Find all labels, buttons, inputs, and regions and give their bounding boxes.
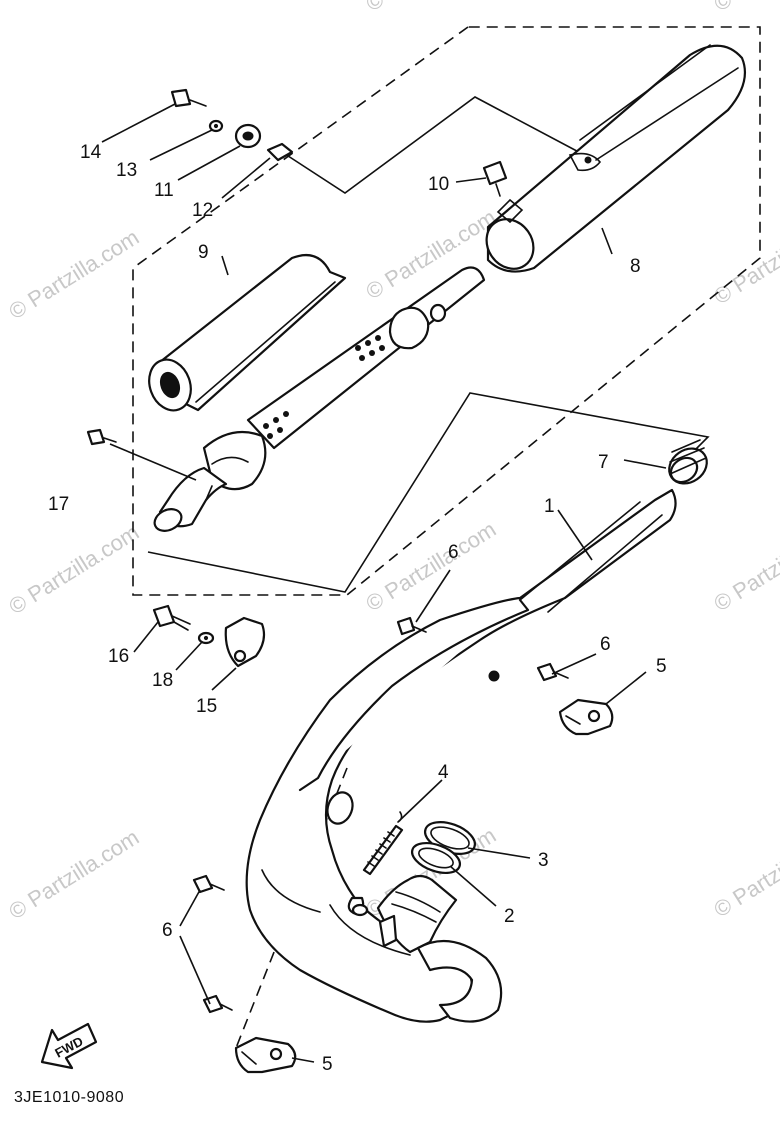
- bolt-16: [152, 604, 191, 631]
- callout-11: 11: [154, 180, 174, 201]
- clamp-15: [224, 616, 266, 668]
- collar-12: [266, 142, 294, 162]
- callout-1: 1: [544, 496, 555, 517]
- bolt-6c: [192, 874, 225, 894]
- bracket-upper: [558, 698, 614, 736]
- diagram-code: 3JE1010-9080: [14, 1089, 124, 1106]
- tension-spring: [362, 811, 404, 876]
- exhaust-header-joint: [351, 874, 503, 1023]
- callout-15: 15: [196, 696, 217, 717]
- watermark: © Partzilla.com: [709, 516, 780, 616]
- watermark: © Partzilla.com: [361, 204, 500, 304]
- callout-8: 8: [630, 256, 641, 277]
- callout-4: 4: [438, 762, 449, 783]
- washer-13: [208, 119, 224, 133]
- silencer-inner-pipe: [246, 266, 486, 450]
- grommet-11: [234, 123, 262, 149]
- bolt-17: [86, 428, 117, 446]
- callout-7: 7: [598, 452, 609, 473]
- reference-outline-middle: [147, 392, 710, 593]
- callout-14: 14: [80, 142, 102, 163]
- callout-6-upper: 6: [448, 542, 459, 563]
- bracket-lower: [234, 1036, 297, 1074]
- bolt-6b: [536, 662, 569, 682]
- watermark: © Partzilla.com: [709, 0, 780, 16]
- callout-17: 17: [48, 494, 69, 515]
- joint-seal-ring: [668, 439, 708, 485]
- gasket: [410, 841, 462, 875]
- callout-13: 13: [116, 160, 137, 181]
- watermark: © Partzilla.com: [361, 0, 500, 16]
- leader-lines: [101, 103, 667, 1063]
- washer-18: [197, 631, 215, 645]
- watermark: © Partzilla.com: [709, 209, 780, 309]
- callout-12: 12: [192, 200, 213, 221]
- expansion-chamber: [245, 488, 677, 1023]
- reference-outline-upper: [281, 96, 591, 194]
- silencer-shell: [485, 44, 746, 273]
- callout-16: 16: [108, 646, 129, 667]
- bolt-14: [170, 88, 207, 108]
- callout-6-lower: 6: [162, 920, 173, 941]
- callout-18: 18: [152, 670, 173, 691]
- callout-2: 2: [504, 906, 515, 927]
- silencer-end-cap: [153, 430, 267, 532]
- callout-9: 9: [198, 242, 209, 263]
- callouts: 1 2 3 4 5 5 6 6 6 7 8 9 10 11 12 13 14 1…: [48, 142, 667, 1075]
- bolt-6a: [396, 616, 427, 636]
- callout-5-upper: 5: [656, 656, 667, 677]
- bolt-10: [482, 160, 508, 197]
- watermark: © Partzilla.com: [4, 519, 143, 619]
- watermark: © Partzilla.com: [4, 224, 143, 324]
- callout-3: 3: [538, 850, 549, 871]
- callout-6-middle: 6: [600, 634, 611, 655]
- callout-5-lower: 5: [322, 1054, 333, 1075]
- silencer-assembly-outline: [132, 26, 761, 596]
- silencer-packing: [148, 254, 347, 412]
- forward-arrow: FWD: [40, 1022, 98, 1070]
- callout-10: 10: [428, 174, 449, 195]
- watermark: © Partzilla.com: [709, 822, 780, 922]
- watermark: © Partzilla.com: [4, 824, 143, 924]
